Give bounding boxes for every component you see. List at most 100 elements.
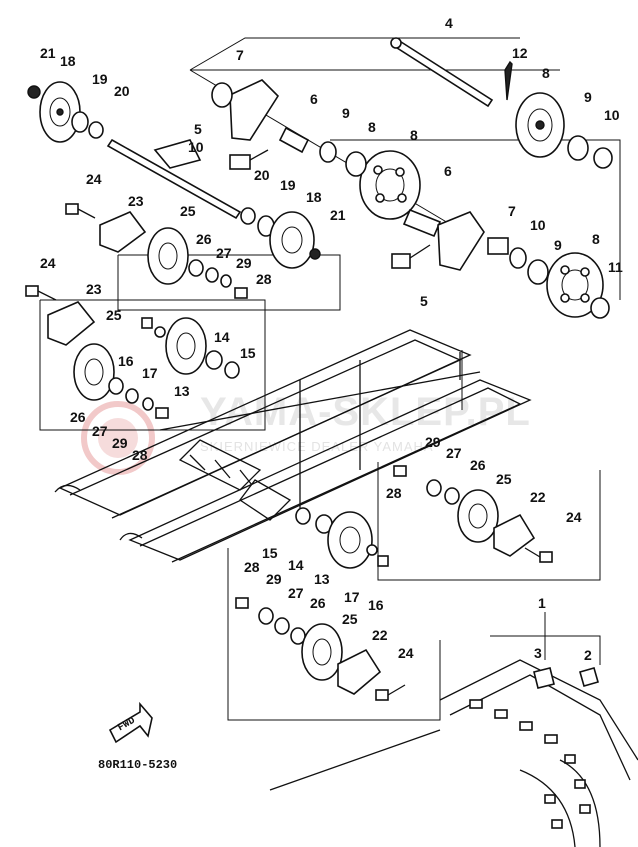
washer-29-d [258,607,274,625]
part-label: 9 [584,89,592,105]
watermark-title: YAMA-SKLEP.PL [200,390,531,434]
wheel-13-a [165,317,207,375]
part-label: 18 [306,189,322,205]
part-label: 17 [142,365,158,381]
nut-11 [590,297,610,319]
wheel-13-b [327,511,373,569]
part-label: 16 [368,597,384,613]
part-label: 24 [86,171,102,187]
part-label: 11 [608,259,623,275]
arm-22-b [337,648,382,695]
part-label: 14 [288,557,304,573]
bolt-5-top [229,149,269,170]
part-label: 28 [386,485,402,501]
part-label: 17 [344,589,360,605]
part-label: 4 [445,15,453,31]
part-label: 19 [92,71,108,87]
axle-upper-left [106,138,242,220]
part-label: 26 [310,595,326,611]
slide-rail-frame [54,329,532,563]
part-label: 13 [174,383,190,399]
watermark-subtitle: SKIERNIEWICE DEALER YAMAHA [200,439,434,454]
part-label: 5 [194,121,202,137]
part-label: 3 [534,645,542,661]
wheel-8-center [359,150,421,220]
spacer-6-right-small [487,237,509,255]
bolt-24-d [375,684,406,701]
clip-3 [533,667,555,689]
collar-27-a [205,267,219,283]
arm-23-b [47,301,96,346]
collar-27-d [274,617,290,635]
part-label: 15 [262,545,278,561]
washer-29-c [426,479,442,497]
part-label: 13 [314,571,330,587]
part-label: 7 [508,203,516,219]
part-label: 26 [196,231,212,247]
part-label: 29 [266,571,282,587]
part-label: 10 [188,139,204,155]
part-label: 29 [236,255,252,271]
part-label: 25 [106,307,122,323]
bolt-24-a [65,203,96,219]
bearing-9-right [527,259,549,285]
bolt-24-c [524,547,553,563]
part-label: 23 [128,193,144,209]
part-label: 24 [398,645,414,661]
clip-2 [579,667,599,687]
collar-10-right [509,247,527,269]
part-label: 20 [254,167,270,183]
part-label: 1 [538,595,546,611]
part-label: 21 [40,45,56,61]
part-label: 27 [92,423,108,439]
collar-20-center [240,207,256,225]
part-label: 5 [420,293,428,309]
track [269,659,638,847]
fwd-arrow: FWD [108,701,153,744]
part-label: 24 [566,509,582,525]
part-label: 8 [410,127,418,143]
bolt-24-b [25,285,57,301]
bearing-9-top-right [567,135,589,161]
washer-26-b [108,377,124,395]
arm-23-a [99,211,147,253]
wheel-25-b [73,343,115,401]
part-label: 15 [240,345,256,361]
bolt-28-a [234,287,248,299]
part-label: 28 [256,271,272,287]
washer-29-b [142,397,154,411]
part-label: 14 [214,329,230,345]
part-label: 26 [70,409,86,425]
bolt-28-c [393,465,407,477]
collar-27-b [125,388,139,404]
wheel-8-top-right [515,92,565,158]
collar-10-center [319,141,337,163]
bearing-17-b [366,544,378,556]
spacer-6-right [402,208,442,238]
part-label: 25 [180,203,196,219]
wheel-18-center [269,211,315,269]
part-label: 16 [118,353,134,369]
part-label: 8 [542,65,550,81]
part-label: 12 [512,45,528,61]
part-label: 23 [86,281,102,297]
part-label: 29 [425,434,441,450]
part-label: 7 [236,47,244,63]
bolt-28-d [235,597,249,609]
part-label: 19 [280,177,296,193]
bearing-9-center [345,151,367,177]
part-label: 24 [40,255,56,271]
part-label: 25 [342,611,358,627]
wheel-25-c [457,489,499,543]
part-label: 8 [368,119,376,135]
callout-labels: 21 18 19 20 7 4 12 8 9 10 6 9 8 5 8 6 20… [40,15,623,663]
part-label: 10 [530,217,546,233]
bearing-19-top-left [71,111,89,133]
collar-27-c [444,487,460,505]
nut-21-center [309,248,321,260]
wheel-8-right [546,252,604,318]
shaft-4 [390,37,494,108]
bracket-7-top [211,79,280,141]
part-label: 21 [330,207,346,223]
